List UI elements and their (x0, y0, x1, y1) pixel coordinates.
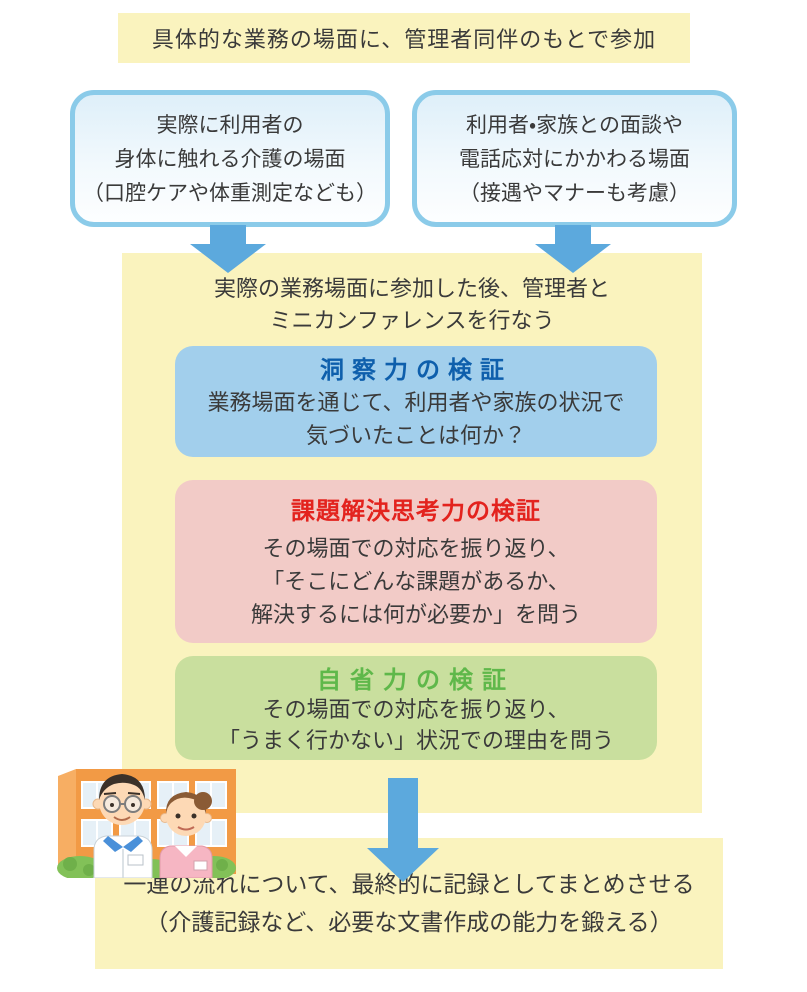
panel-title: 課題解決思考力の検証 (291, 497, 541, 525)
scene-line: 実際に利用者の (156, 112, 304, 137)
panel-insight-check: 洞察力の検証 業務場面を通じて、利用者や家族の状況で 気づいたことは何か？ (175, 346, 657, 457)
panel-title: 自省力の検証 (317, 665, 515, 694)
panel-line: 「そこにどんな課題があるか、 (262, 570, 570, 595)
panel-line: 気づいたことは何か？ (305, 424, 526, 449)
scene-line: 利用者・家族との面談や (466, 112, 683, 137)
panel-line: その場面での対応を振り返り、 (262, 697, 570, 723)
summary-line: （介護記録など、必要な文書作成の能力を鍛える） (145, 909, 673, 936)
panel-line: その場面での対応を振り返り、 (262, 537, 570, 562)
conference-intro: 実際の業務場面に参加した後、管理者と ミニカンファレンスを行なう (122, 274, 702, 338)
top-banner: 具体的な業務の場面に、管理者同伴のもとで参加 (118, 13, 690, 63)
panel-problem-solving-check: 課題解決思考力の検証 その場面での対応を振り返り、 「そこにどんな課題があるか、… (175, 480, 657, 643)
scene-line: （口腔ケアや体重測定なども） (83, 180, 377, 205)
scene-line: （接遇やマナーも考慮） (459, 180, 690, 205)
care-workers-illustration (57, 769, 236, 878)
top-banner-text: 具体的な業務の場面に、管理者同伴のもとで参加 (151, 28, 657, 53)
mini-conference-box: 実際の業務場面に参加した後、管理者と ミニカンファレンスを行なう 洞察力の検証 … (122, 253, 702, 813)
panel-line: 解決するには何が必要か」を問う (250, 603, 581, 628)
bush-icon (57, 856, 103, 878)
scene-line: 身体に触れる介護の場面 (114, 146, 346, 171)
scene-box-direct-care: 実際に利用者の 身体に触れる介護の場面 （口腔ケアや体重測定なども） (70, 90, 390, 227)
panel-line: 「うまく行かない」状況での理由を問う (217, 728, 614, 754)
panel-line: 業務場面を通じて、利用者や家族の状況で (207, 391, 625, 416)
panel-title: 洞察力の検証 (320, 356, 512, 384)
intro-line: ミニカンファレンスを行なう (269, 309, 555, 334)
scene-box-communication: 利用者・家族との面談や 電話応対にかかわる場面 （接遇やマナーも考慮） (412, 90, 737, 227)
female-care-worker-icon (159, 792, 213, 878)
intro-line: 実際の業務場面に参加した後、管理者と (213, 277, 610, 302)
down-arrow-icon (535, 225, 611, 273)
down-arrow-icon (367, 778, 439, 882)
down-arrow-icon (190, 225, 266, 273)
male-care-worker-icon (92, 774, 153, 878)
panel-self-reflection-check: 自省力の検証 その場面での対応を振り返り、 「うまく行かない」状況での理由を問う (175, 656, 657, 760)
scene-line: 電話応対にかかわる場面 (459, 146, 690, 171)
